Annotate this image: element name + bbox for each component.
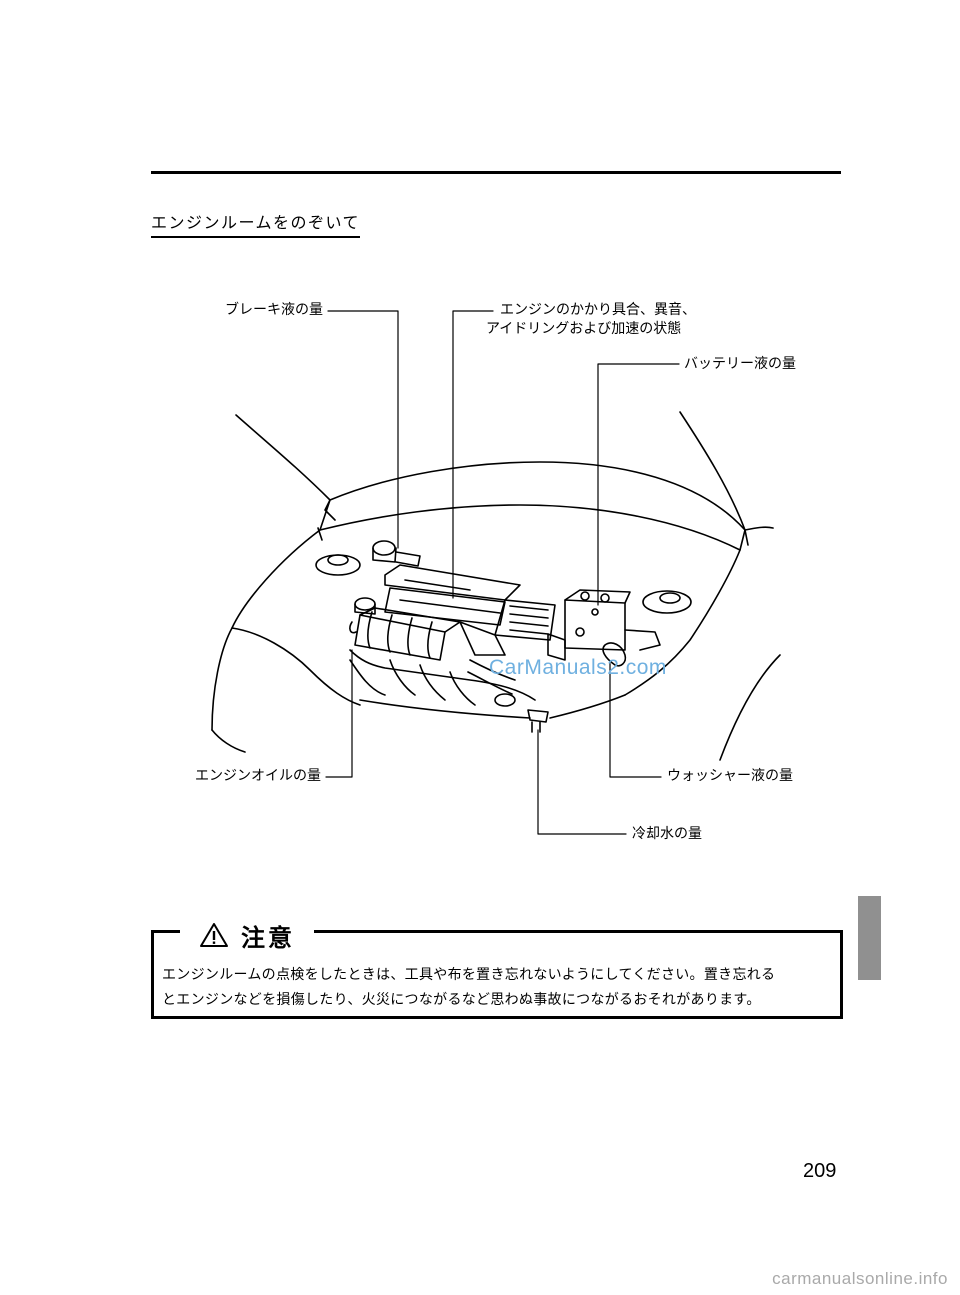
caution-title: 注意 [241, 923, 295, 952]
label-engine-condition-line1: エンジンのかかり具合、異音、 [500, 302, 696, 318]
caution-text: エンジンルームの点検をしたときは、工具や布を置き忘れないようにしてください。置き… [162, 963, 832, 1013]
caution-header: 注意 [180, 917, 314, 953]
label-brake-fluid: ブレーキ液の量 [225, 302, 323, 318]
section-heading: エンジンルームをのぞいて [151, 209, 361, 238]
section-tab-marker [858, 896, 881, 980]
top-rule [151, 171, 841, 174]
page-number: 209 [803, 1160, 837, 1182]
caution-text-line1: エンジンルームの点検をしたときは、工具や布を置き忘れないようにしてください。置き… [162, 967, 776, 983]
label-engine-oil: エンジンオイルの量 [195, 768, 321, 784]
label-coolant: 冷却水の量 [632, 826, 702, 842]
engine-bay-illustration [211, 310, 781, 835]
caution-text-line2: とエンジンなどを損傷したり、火災につながるなど思わぬ事故につながるおそれがありま… [162, 992, 761, 1008]
watermark-carmanuals2: CarManuals2.com [489, 656, 667, 679]
warning-triangle-icon [200, 923, 228, 947]
label-battery-fluid: バッテリー液の量 [684, 356, 796, 372]
label-washer-fluid: ウォッシャー液の量 [667, 768, 793, 784]
footer-watermark: carmanualsonline.info [772, 1269, 948, 1288]
label-engine-condition-line2: アイドリングおよび加速の状態 [486, 321, 682, 337]
